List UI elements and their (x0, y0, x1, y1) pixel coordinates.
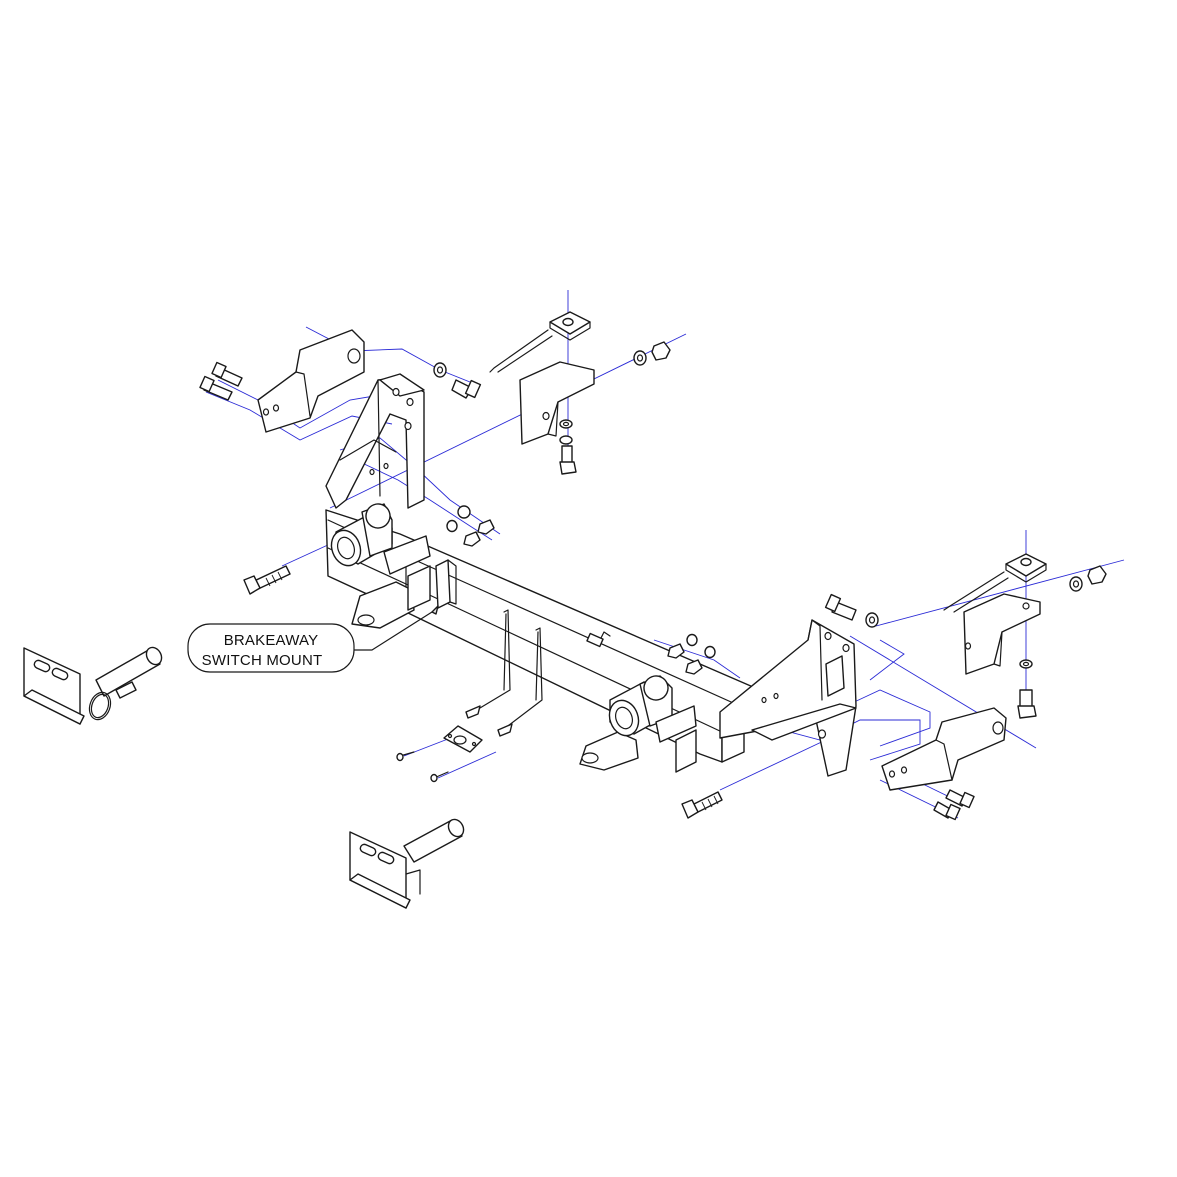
upper-center-tab-plate (489, 311, 591, 373)
safety-cable-loops (465, 609, 543, 737)
upper-center-vertical-bolt (559, 445, 577, 475)
bolt-upper-left-b (199, 375, 233, 401)
left-frame-bracket (325, 373, 425, 509)
callout-line-1: BRAKEAWAY (224, 632, 319, 649)
right-receiver-tube (608, 675, 673, 737)
upper-center-washer-nut (559, 419, 573, 445)
left-mount-arm (351, 581, 415, 629)
lower-right-side-bracket (881, 707, 1007, 791)
callout-box (187, 623, 355, 673)
washer-upper-left (433, 362, 447, 378)
right-crossbar-box (655, 705, 697, 773)
bolt-lower-right-b (933, 801, 961, 821)
left-receiver-tube (330, 503, 393, 567)
brakeaway-switch-plate (435, 559, 457, 609)
brakeaway-callout: BRAKEAWAY SWITCH MOUNT (187, 605, 439, 673)
screw-cable-plate-b (430, 771, 449, 783)
bolt-upper-left-a (211, 361, 243, 387)
upper-right-washer-nut (633, 341, 671, 366)
screw-cable-plate-a (396, 751, 415, 762)
callout-line-2: SWITCH MOUNT (202, 652, 323, 669)
right-frame-bracket (719, 619, 857, 777)
receiver-pin-bracket-center (349, 818, 465, 909)
right-bolt-horizontal (824, 593, 879, 628)
right-upper-tab-plate (943, 553, 1047, 613)
left-crossbar-box (383, 535, 431, 611)
bolt-lower-right-a (945, 789, 975, 809)
bolt-upper-center (451, 379, 482, 399)
long-bolt-left (243, 565, 291, 595)
receiver-pin-bracket-left (23, 646, 163, 725)
right-upper-angle-bracket (963, 593, 1041, 675)
nut-cluster-upper (446, 505, 495, 547)
long-bolt-right (681, 791, 723, 819)
right-upper-washer-nut (1069, 565, 1107, 592)
right-mount-arm (579, 731, 639, 771)
right-vertical-washer-nut (1017, 659, 1037, 719)
upper-left-side-bracket (257, 329, 365, 433)
upper-center-angle-bracket (519, 361, 595, 445)
safety-cable-plate (443, 725, 483, 753)
nut-cluster-right (667, 633, 716, 675)
